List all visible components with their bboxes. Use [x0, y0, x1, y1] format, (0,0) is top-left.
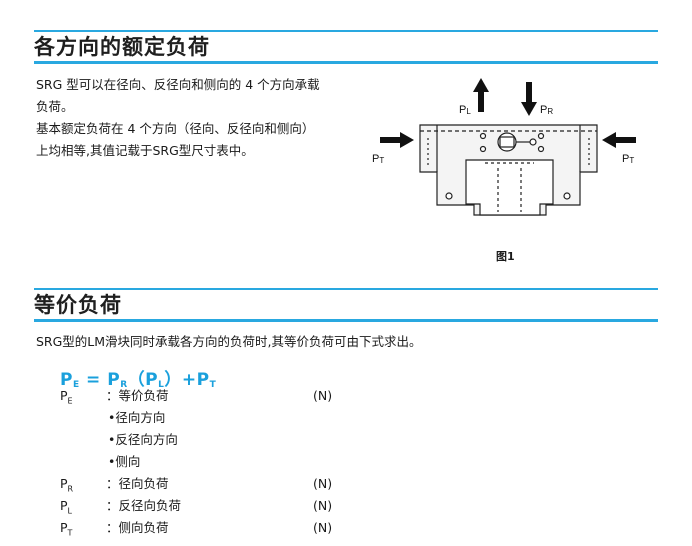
label-pl: PL [459, 104, 471, 116]
paragraph-line: SRG 型可以在径向、反径向和侧向的 4 个方向承载 [36, 77, 320, 92]
equivalent-load-formula: PE = PR（PL）+PT [60, 365, 216, 390]
arrow-pt-right-icon [602, 132, 636, 148]
paragraph-line: 上均相等,其值记载于SRG型尺寸表中。 [36, 143, 254, 158]
arrow-pl-icon [473, 78, 489, 112]
arrow-pt-left-icon [380, 132, 414, 148]
formula-pr-sub: R [120, 380, 128, 390]
formula-equals: = [79, 370, 108, 390]
section1-top-rule [34, 30, 658, 32]
formula-pr: P [107, 370, 121, 390]
label-pr: PR [540, 104, 553, 116]
section2-top-rule [34, 288, 658, 290]
def-symbol: PE [60, 388, 73, 406]
def-unit: (N) [313, 498, 333, 513]
sub-item: •侧向 [108, 454, 141, 469]
def-description: ：径向负荷 [106, 476, 169, 491]
figure-caption: 图1 [496, 250, 515, 263]
label-pt-right: PT [622, 153, 634, 165]
def-unit: (N) [313, 388, 333, 403]
sub-item: •径向方向 [108, 410, 166, 425]
paragraph-line: 基本额定负荷在 4 个方向（径向、反径向和侧向） [36, 121, 315, 136]
formula-pl-sub: L [158, 380, 165, 390]
paragraph-line: 负荷。 [36, 99, 74, 114]
def-description: ：侧向负荷 [106, 520, 169, 535]
section1-bottom-rule [34, 61, 658, 64]
formula-open-paren: （ [127, 370, 146, 390]
section2-paragraph: SRG型的LM滑块同时承载各方向的负荷时,其等价负荷可由下式求出。 [36, 331, 422, 353]
section1-title: 各方向的额定负荷 [34, 35, 210, 59]
def-description: ：等价负荷 [106, 388, 169, 403]
formula-close-plus: ）+ [164, 370, 197, 390]
formula-pl: P [145, 370, 159, 390]
def-description: ：反径向负荷 [106, 498, 182, 513]
paragraph-line: SRG型的LM滑块同时承载各方向的负荷时,其等价负荷可由下式求出。 [36, 334, 422, 349]
def-unit: (N) [313, 476, 333, 491]
arrow-pr-icon [521, 82, 537, 116]
sub-item: •反径向方向 [108, 432, 178, 447]
def-unit: (N) [313, 520, 333, 535]
label-pt-left: PT [372, 153, 384, 165]
formula-pt: P [196, 370, 210, 390]
lm-block-drawing [419, 124, 598, 216]
def-symbol: PR [60, 476, 74, 494]
formula-pt-sub: T [209, 380, 217, 390]
formula-pe-sub: E [72, 380, 80, 390]
def-symbol: PT [60, 520, 73, 538]
formula-pe: P [60, 370, 73, 390]
section1-paragraph: SRG 型可以在径向、反径向和侧向的 4 个方向承载 负荷。 基本额定负荷在 4… [36, 74, 320, 162]
section2-title: 等价负荷 [34, 293, 122, 317]
section2-bottom-rule [34, 319, 658, 322]
def-symbol: PL [60, 498, 73, 516]
